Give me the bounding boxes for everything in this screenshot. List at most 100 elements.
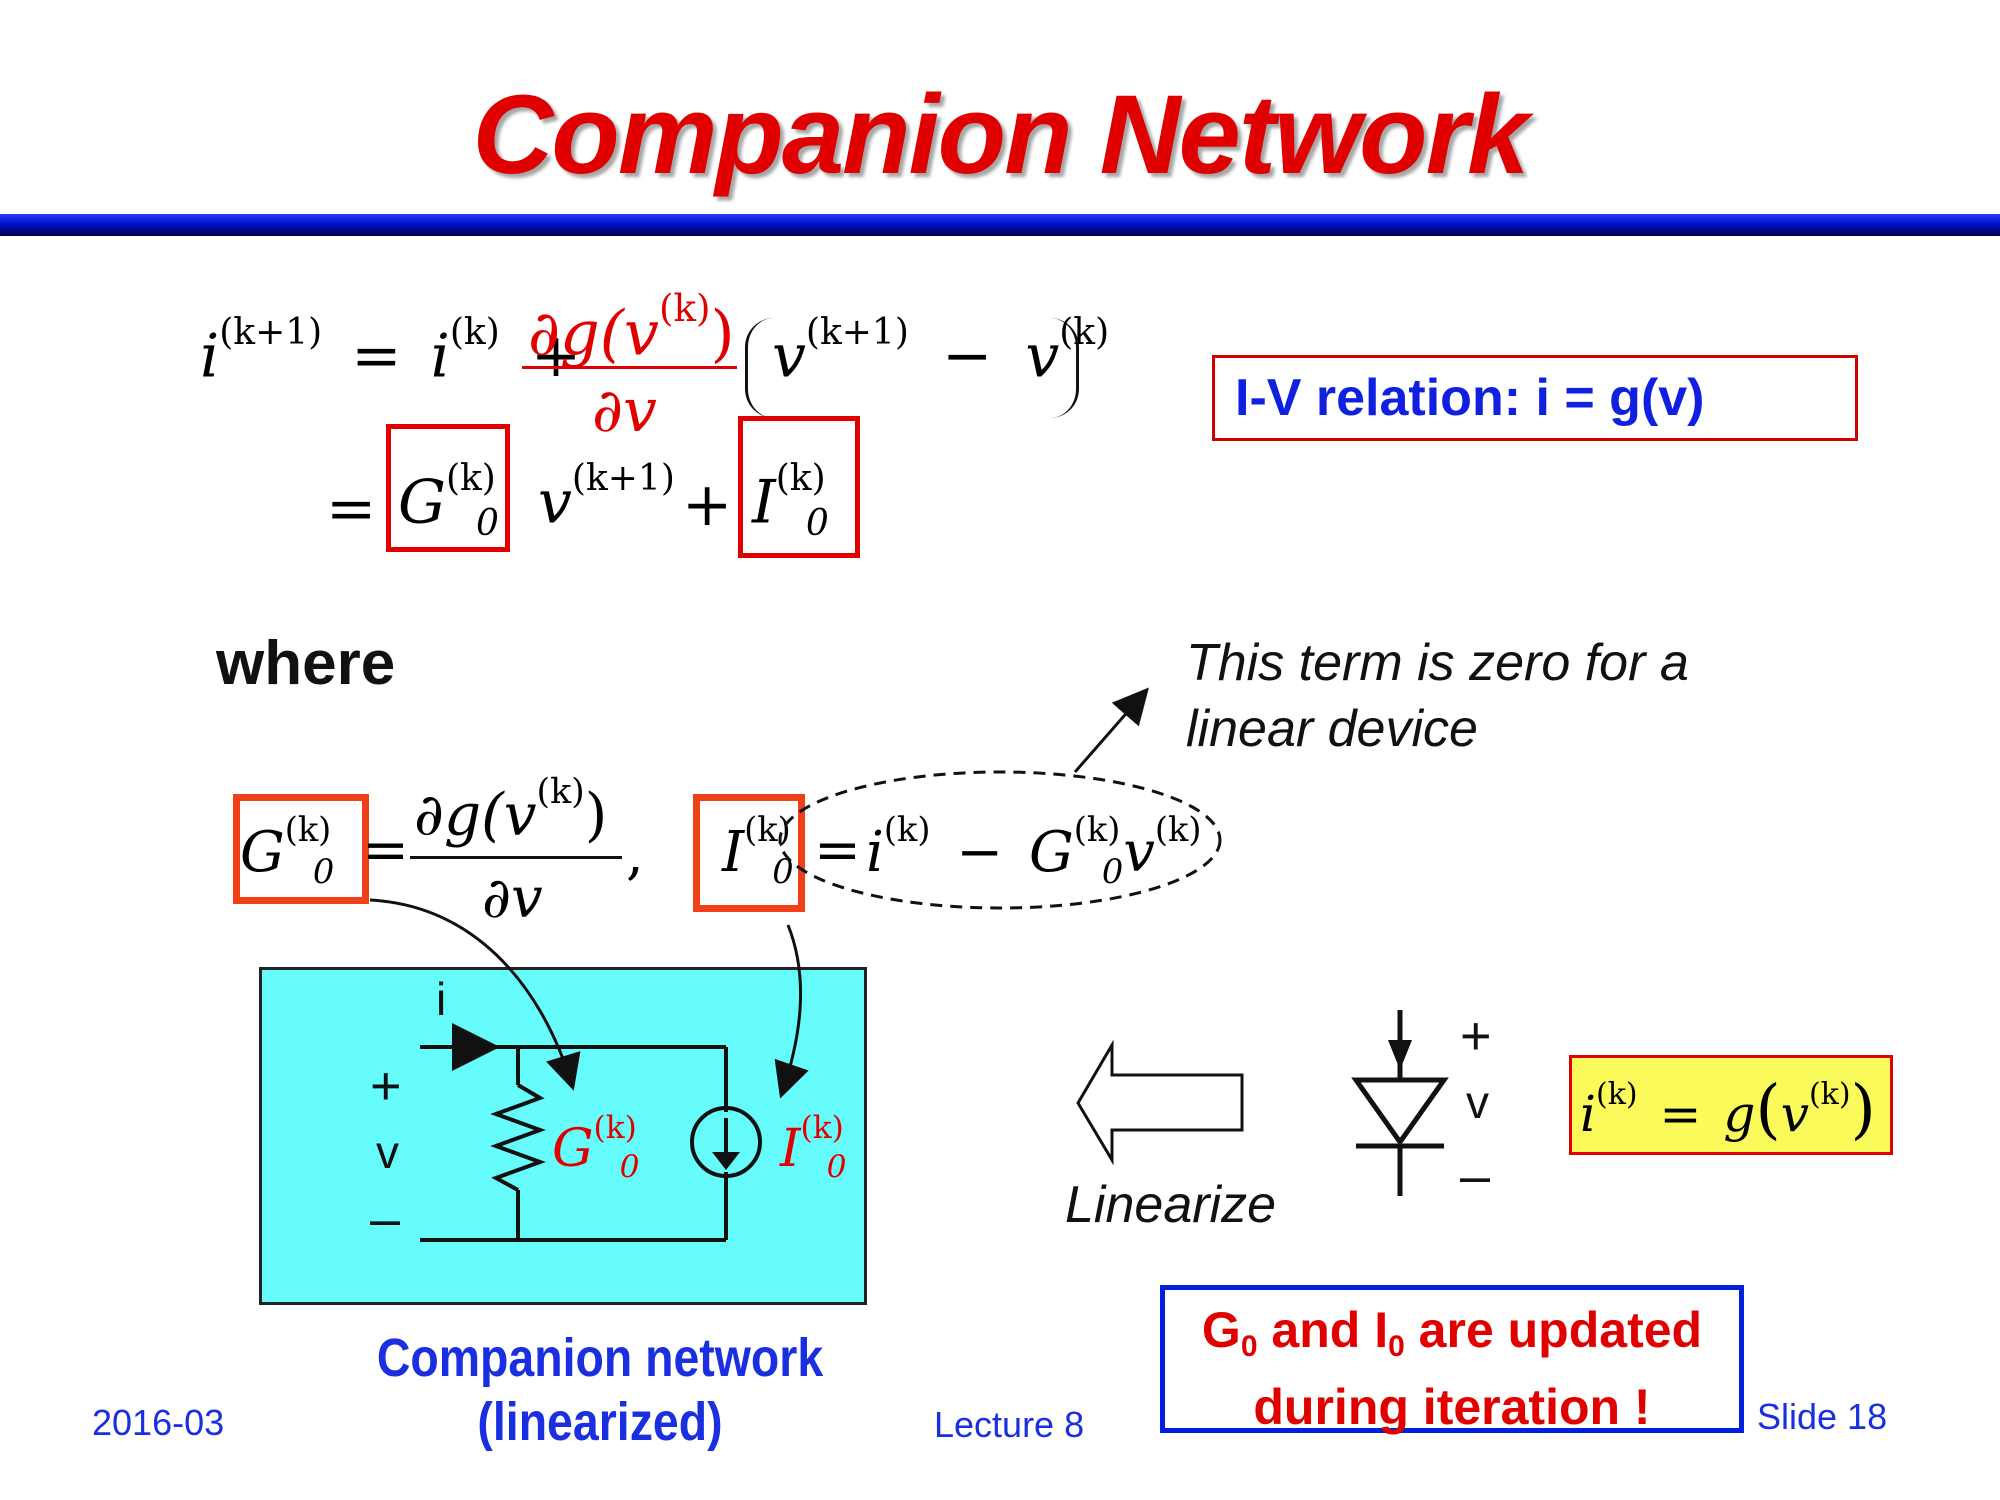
eq-sub: 0 — [826, 1148, 847, 1185]
eq-i: i — [866, 820, 884, 886]
companion-network-caption: Companion network (linearized) — [376, 1326, 823, 1454]
eq-sup: (k) — [775, 458, 826, 499]
eq-v: v — [772, 321, 806, 392]
g0-definition: G(k)0 — [240, 810, 334, 891]
eq-sup: (k) — [593, 1110, 637, 1146]
eq-I: I — [780, 1119, 801, 1180]
g0-box — [386, 424, 510, 552]
equation-line-1: i(k+1) = i(k) + — [200, 312, 593, 391]
i0-box — [738, 416, 860, 558]
linearize-label: Linearize — [1065, 1176, 1277, 1234]
diode-plus: + — [1460, 1006, 1492, 1066]
eq-v: v — [538, 467, 572, 538]
eq-G: G — [398, 467, 446, 538]
diode-current-arrow — [1388, 1040, 1412, 1070]
eq-dg: ∂g(v — [528, 296, 659, 370]
update-note-box: G0 and I0 are updated during iteration ! — [1160, 1285, 1744, 1435]
device-equation-box: i(k) = g(v(k)) — [1569, 1055, 1893, 1155]
eq-sup: (k+1) — [219, 312, 323, 353]
equation-line-2-plus: + — [682, 470, 733, 540]
note-arrow — [1073, 687, 1149, 773]
caption-line-2: (linearized) — [477, 1392, 723, 1452]
bracket-term: v(k+1) − v(k) — [772, 312, 1109, 391]
eq-sub: 0 — [772, 851, 794, 891]
eq-sup: (k) — [284, 810, 332, 849]
linear-device-note: This term is zero for a linear device — [1186, 630, 1689, 762]
companion-circuit-box — [259, 967, 867, 1305]
current-source-label: I(k)0 — [780, 1110, 846, 1185]
eq-I: I — [722, 820, 745, 886]
update-and: and I — [1257, 1302, 1389, 1358]
diode-symbol — [1351, 1010, 1449, 1196]
i0-definition: I(k)0 — [722, 810, 794, 891]
eq-sub: 0 — [476, 502, 499, 544]
fraction-numerator: ∂g(v(k)) — [528, 286, 735, 369]
footer-slide-number: Slide 18 — [1757, 1396, 1888, 1437]
caption-line-1: Companion network — [376, 1328, 824, 1388]
conductance-label: G(k)0 — [552, 1110, 639, 1185]
update-g: G — [1201, 1302, 1241, 1358]
eq-sub: 0 — [1101, 851, 1124, 891]
footer-lecture: Lecture 8 — [934, 1404, 1085, 1445]
update-line-1: G0 and I0 are updated — [1165, 1300, 1739, 1377]
eq-G: G — [552, 1119, 594, 1180]
i0-definition-box — [693, 794, 805, 912]
big-paren-right — [1050, 318, 1079, 418]
diode-voltage: v — [1466, 1076, 1489, 1128]
eq-paren: ) — [584, 780, 608, 849]
minus-terminal: – — [370, 1189, 401, 1249]
eq-paren: ) — [710, 296, 735, 370]
update-sub: 0 — [1388, 1330, 1405, 1363]
eq-v: v — [1123, 820, 1155, 886]
def-fraction-numerator: ∂g(v(k)) — [414, 772, 607, 848]
note-line-2: linear device — [1186, 700, 1478, 758]
eq-sup: (k) — [658, 286, 711, 330]
equation-line-2-equals: = — [326, 474, 377, 544]
diode-minus: – — [1460, 1146, 1491, 1206]
linearize-arrow — [1076, 1039, 1244, 1166]
eq-i: i — [200, 321, 220, 392]
eq-sub: 0 — [805, 502, 829, 544]
g0-definition-box — [233, 794, 369, 904]
big-paren-left — [745, 318, 774, 418]
eq-dg: ∂g(v — [414, 780, 537, 849]
eq-v: v — [1780, 1085, 1809, 1143]
i0-definition-rhs: i(k) − G(k)0v(k) — [866, 810, 1201, 891]
eq-sup: (k) — [1596, 1077, 1638, 1112]
eq-G: G — [1029, 820, 1074, 886]
note-line-1: This term is zero for a — [1186, 634, 1689, 692]
eq-sup: (k) — [1154, 810, 1202, 849]
def-fraction-bar — [410, 856, 622, 859]
eq-sup: (k) — [536, 772, 585, 812]
eq-minus: − — [956, 820, 1004, 886]
eq-sup: (k+1) — [805, 312, 909, 353]
eq-sup: (k) — [449, 312, 500, 353]
current-label: i — [436, 973, 447, 1025]
eq-sup: (k) — [800, 1110, 844, 1146]
def-comma: , — [626, 822, 644, 887]
update-line-2: during iteration ! — [1253, 1379, 1651, 1435]
slide-title: Companion Network — [472, 72, 1530, 197]
eq-sub: 0 — [312, 851, 335, 891]
voltage-label: v — [376, 1126, 399, 1178]
definition-equals-1: = — [362, 818, 409, 883]
eq-paren: ) — [1850, 1072, 1876, 1147]
iv-relation-box: I-V relation: i = g(v) — [1212, 355, 1858, 441]
eq-minus: − — [941, 321, 993, 392]
eq-sup: (k+1) — [571, 458, 675, 499]
eq-sup: (k) — [445, 458, 496, 499]
eq-i: i — [1580, 1085, 1596, 1143]
eq-sup: (k) — [744, 810, 791, 849]
eq-plus: + — [530, 321, 582, 392]
fraction-denominator: ∂v — [592, 376, 657, 446]
i0-pointer-arrow — [774, 924, 809, 1099]
eq-sup: (k) — [883, 810, 931, 849]
where-label: where — [216, 629, 396, 698]
i0-term: I(k)0 — [752, 458, 829, 544]
def-fraction-denominator: ∂v — [482, 866, 543, 931]
eq-I: I — [752, 467, 776, 538]
plus-terminal: + — [370, 1056, 402, 1116]
definition-equals-2: = — [814, 818, 861, 883]
eq-sub: 0 — [619, 1148, 640, 1185]
